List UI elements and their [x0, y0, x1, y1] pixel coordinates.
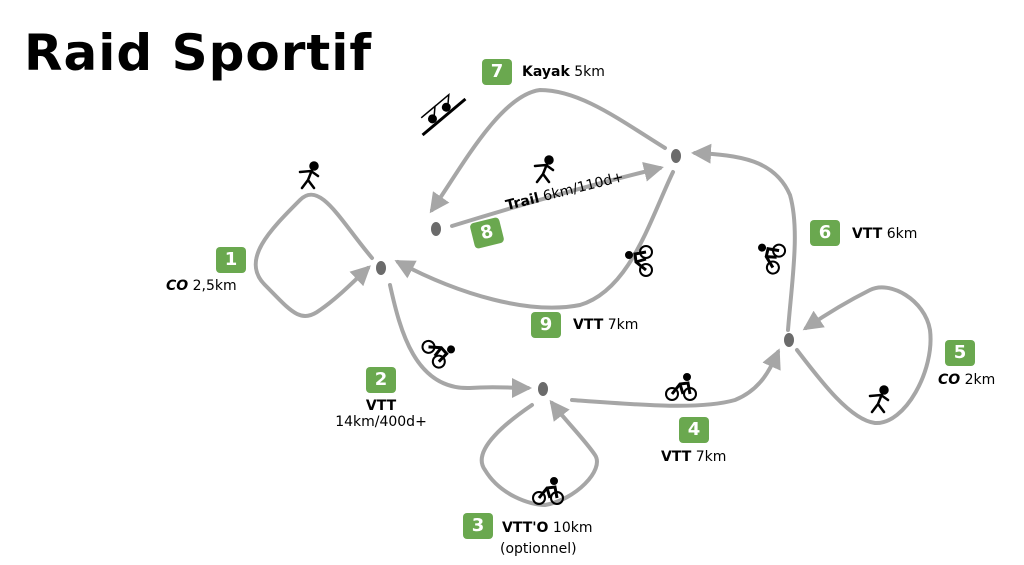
stage-label-1: CO 2,5km: [166, 278, 237, 294]
stage-note-3: (optionnel): [500, 541, 577, 557]
route-stage-7: [429, 87, 667, 214]
stage-badge-6: 6: [810, 220, 840, 246]
stage-badge-3: 3: [463, 513, 493, 539]
route-stage-2: [388, 283, 532, 398]
stage-badge-7: 7: [482, 59, 512, 85]
cyclist-icon: [665, 373, 697, 401]
route-stage-5: [795, 285, 933, 426]
cyclist-icon: [625, 245, 653, 277]
stage-activity: VTT'O: [502, 520, 549, 536]
stage-label-9: VTT 7km: [573, 317, 638, 333]
page-title: Raid Sportif: [24, 24, 373, 82]
stage-distance: 10km: [552, 520, 593, 536]
stage-badge-4: 4: [679, 417, 709, 443]
cyclist-icon: [758, 243, 787, 275]
stage-label-7: Kayak 5km: [522, 64, 605, 80]
route-stage-6: [691, 143, 797, 332]
cyclist-icon: [421, 339, 456, 369]
route-stage-4: [570, 348, 781, 408]
runner-icon: [533, 155, 555, 184]
stage-label-5: CO 2km: [938, 372, 995, 388]
stage-activity: VTT: [573, 317, 604, 333]
stage-label-6: VTT 6km: [852, 226, 917, 242]
stage-activity: VTT: [661, 449, 692, 465]
stage-distance: 7km: [607, 317, 639, 333]
stage-activity: CO: [166, 278, 189, 294]
stage-badge-5: 5: [945, 340, 975, 366]
stage-badge-9: 9: [531, 312, 561, 338]
checkpoint-node: [538, 382, 548, 396]
stage-distance: 2,5km: [192, 278, 237, 294]
stage-distance: 14km/400d+: [335, 414, 427, 430]
checkpoint-node: [431, 222, 441, 236]
stage-badge-1: 1: [216, 247, 246, 273]
stage-label-4: VTT 7km: [661, 449, 726, 465]
stage-activity: VTT: [852, 226, 883, 242]
route-stage-8: [450, 162, 664, 228]
checkpoint-node: [376, 261, 386, 275]
stage-activity: Kayak: [522, 64, 570, 80]
kayak-icon: [420, 92, 467, 137]
runner-icon: [868, 385, 890, 414]
route-stage-1: [253, 192, 374, 318]
checkpoint-node: [784, 333, 794, 347]
runner-icon: [298, 161, 320, 190]
stage-activity: VTT: [365, 398, 397, 414]
route-stage-9: [394, 170, 675, 310]
stage-distance: 7km: [695, 449, 727, 465]
stage-distance: 2km: [964, 372, 996, 388]
stage-distance: 5km: [574, 64, 605, 80]
cyclist-icon: [532, 477, 564, 505]
stage-activity: CO: [938, 372, 961, 388]
stage-badge-2: 2: [366, 367, 396, 393]
stage-distance: 6km: [886, 226, 918, 242]
route-stage-3: [479, 399, 599, 508]
stage-label-3: VTT'O 10km: [502, 520, 592, 536]
checkpoint-node: [671, 149, 681, 163]
